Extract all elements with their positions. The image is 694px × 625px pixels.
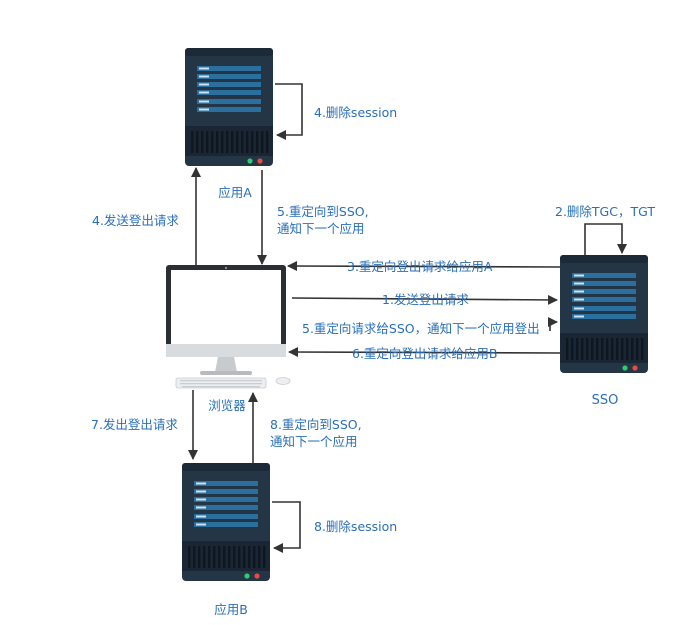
app-a-label: 应用A [218, 185, 252, 200]
arrow-1-send-logout [291, 294, 558, 305]
edge-label-8-redirect-line1: 8.重定向到SSO, [270, 417, 362, 432]
arrow-6-redirect-app-b [288, 347, 561, 358]
browser-label: 浏览器 [208, 398, 246, 413]
sso-label: SSO [592, 393, 619, 408]
edge-label-8-delete-session: 8.删除session [314, 519, 397, 534]
edge-label-2-delete-tgc: 2.删除TGC，TGT [555, 204, 655, 219]
arrow-2-delete-tgc-loop [584, 223, 627, 255]
edge-label-8-redirect-line2: 通知下一个应用 [270, 434, 358, 449]
arrow-4-delete-session-loop [275, 83, 303, 140]
edge-label-5-redirect-sso: 5.重定向请求给SSO，通知下一个应用登出 [302, 321, 540, 336]
sso-server-icon [560, 255, 648, 373]
edge-label-4-delete-session: 4.删除session [314, 105, 397, 120]
app-b-server-icon [182, 463, 270, 581]
app-a-server-icon [185, 48, 273, 166]
edge-label-4-send-logout: 4.发送登出请求 [92, 213, 179, 228]
edge-label-5-redirect-line2: 通知下一个应用 [277, 221, 365, 236]
browser-computer-icon [166, 265, 291, 389]
app-b-label: 应用B [214, 602, 248, 617]
arrow-8-delete-session-loop [272, 501, 301, 553]
edge-label-5-redirect-line1: 5.重定向到SSO, [277, 204, 369, 219]
edge-label-7-send-logout: 7.发出登出请求 [91, 417, 178, 432]
edge-label-6-redirect-app-b: 6.重定向登出请求给应用B [352, 346, 498, 361]
arrow-3-redirect-app-a [287, 261, 561, 272]
arrow-5-to-sso-tip [548, 317, 558, 331]
edge-label-3-redirect-app-a: 3.重定向登出请求给应用A [347, 259, 493, 274]
edge-label-1-send-logout: 1.发送登出请求 [382, 292, 469, 307]
